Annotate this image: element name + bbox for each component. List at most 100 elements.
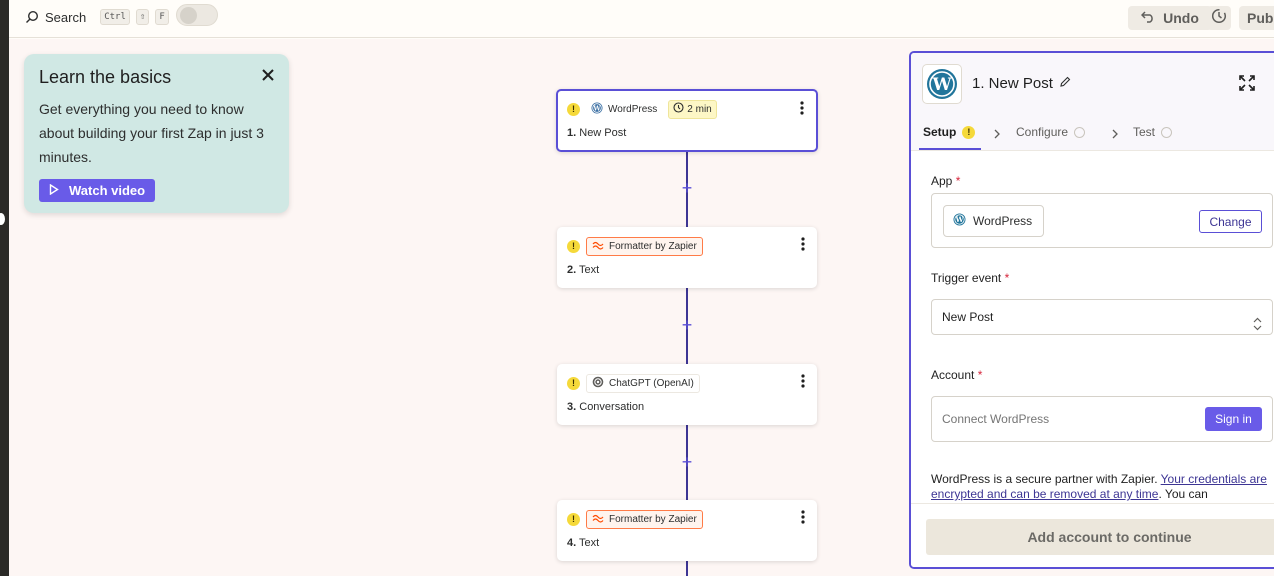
required-marker: * xyxy=(977,368,983,382)
play-icon xyxy=(49,183,59,198)
connector-line xyxy=(686,561,688,576)
svg-text:W: W xyxy=(931,75,952,95)
expand-icon[interactable] xyxy=(1238,74,1256,92)
tab-setup[interactable]: Setup ! xyxy=(923,125,976,139)
panel-footer: Add account to continue xyxy=(911,503,1274,567)
warning-icon: ! xyxy=(567,376,580,390)
panel-title-text: 1. New Post xyxy=(972,75,1053,92)
openai-icon xyxy=(592,376,604,391)
required-marker: * xyxy=(1004,271,1010,285)
account-selector: Sign in xyxy=(931,396,1273,442)
history-button[interactable] xyxy=(1207,6,1231,30)
watch-video-label: Watch video xyxy=(69,183,146,198)
step-card-2[interactable]: ! Formatter by Zapier 2. Text xyxy=(557,227,817,288)
watch-video-button[interactable]: Watch video xyxy=(39,179,156,202)
change-app-button[interactable]: Change xyxy=(1199,210,1262,233)
connector-line xyxy=(686,288,688,364)
publish-button[interactable]: Pub xyxy=(1239,6,1274,30)
connect-account-input[interactable] xyxy=(942,412,1182,426)
tab-label: Configure xyxy=(1016,125,1069,139)
panel-title[interactable]: 1. New Post xyxy=(972,75,1071,92)
partner-text-end: . You can xyxy=(1158,487,1208,501)
step-card-3[interactable]: ! ChatGPT (OpenAI) 3. Conversation xyxy=(557,364,817,425)
step-number: 3. xyxy=(567,401,577,413)
search-trigger[interactable]: Search Ctrl ⇧ F xyxy=(25,9,169,25)
more-options-icon[interactable] xyxy=(801,237,805,251)
shortcut-key-shift: ⇧ xyxy=(135,9,150,25)
wordpress-icon: W xyxy=(591,102,603,117)
add-step-button[interactable]: + xyxy=(681,452,693,472)
learn-body: Get everything you need to know about bu… xyxy=(39,101,264,165)
trigger-event-value: New Post xyxy=(942,310,994,324)
top-bar: Search Ctrl ⇧ F Undo Pub xyxy=(9,0,1274,38)
app-chip-label: Formatter by Zapier xyxy=(609,240,697,252)
step-title: 4. Text xyxy=(567,537,807,549)
svg-text:W: W xyxy=(592,104,601,112)
edge-handle[interactable] xyxy=(0,213,5,225)
clock-icon xyxy=(673,102,684,116)
search-icon xyxy=(25,10,39,24)
trigger-event-select[interactable]: New Post xyxy=(931,299,1273,335)
svg-text:W: W xyxy=(955,215,964,224)
tab-test[interactable]: Test xyxy=(1133,125,1173,139)
warning-icon: ! xyxy=(567,512,580,526)
learn-title: Learn the basics xyxy=(39,67,172,87)
connector-line xyxy=(686,151,688,227)
step-name: Text xyxy=(579,264,600,276)
more-options-icon[interactable] xyxy=(800,101,804,115)
credentials-link[interactable]: Your credentials are encrypted and can b… xyxy=(931,472,1267,501)
panel-header: W 1. New Post xyxy=(911,53,1274,113)
warning-icon: ! xyxy=(962,125,976,139)
step-name: New Post xyxy=(579,127,627,139)
toggle-knob xyxy=(180,7,197,24)
label-text: App xyxy=(931,174,953,188)
undo-label: Undo xyxy=(1163,10,1199,26)
app-chip-formatter: Formatter by Zapier xyxy=(586,509,703,529)
app-chip-wordpress: W WordPress xyxy=(586,99,663,119)
warning-icon: ! xyxy=(567,239,580,253)
selected-app-label: WordPress xyxy=(973,214,1033,228)
active-tab-indicator xyxy=(919,148,981,150)
required-marker: * xyxy=(955,174,961,188)
add-step-button[interactable]: + xyxy=(681,178,693,198)
warning-icon: ! xyxy=(567,102,580,116)
panel-tabs: Setup ! Configure Test xyxy=(911,113,1274,151)
sign-in-button[interactable]: Sign in xyxy=(1205,407,1262,431)
formatter-icon xyxy=(592,513,604,526)
app-chip-formatter: Formatter by Zapier xyxy=(586,236,703,256)
partner-text-start: WordPress is a secure partner with Zapie… xyxy=(931,472,1161,486)
shortcut-key-f: F xyxy=(155,9,169,25)
time-label: 2 min xyxy=(687,103,712,115)
app-field-label: App * xyxy=(931,174,960,188)
pencil-icon[interactable] xyxy=(1059,75,1071,92)
undo-button[interactable]: Undo xyxy=(1128,6,1212,30)
pending-status-icon xyxy=(1161,126,1173,138)
app-chip-label: Formatter by Zapier xyxy=(609,513,697,525)
wordpress-logo-icon: W xyxy=(922,64,962,104)
tab-label: Setup xyxy=(923,125,957,139)
pending-status-icon xyxy=(1074,126,1086,138)
step-title: 1. New Post xyxy=(567,127,807,139)
step-card-4[interactable]: ! Formatter by Zapier 4. Text xyxy=(557,500,817,561)
step-title: 3. Conversation xyxy=(567,401,807,413)
step-card-1[interactable]: ! W WordPress 2 min 1. New Post xyxy=(556,89,818,152)
step-number: 1. xyxy=(567,127,577,139)
tab-label: Test xyxy=(1133,125,1156,139)
mode-toggle[interactable] xyxy=(176,4,218,26)
left-edge-strip xyxy=(0,0,9,576)
tab-configure[interactable]: Configure xyxy=(1016,125,1086,139)
chevron-right-icon xyxy=(1111,126,1119,139)
label-text: Trigger event xyxy=(931,271,1002,285)
undo-icon xyxy=(1141,10,1155,26)
close-icon[interactable] xyxy=(261,68,275,82)
step-title: 2. Text xyxy=(567,264,807,276)
app-selector: W WordPress Change xyxy=(931,193,1273,248)
selected-app-pill: W WordPress xyxy=(943,205,1044,237)
add-account-continue-button[interactable]: Add account to continue xyxy=(926,519,1274,555)
connector-line xyxy=(686,425,688,500)
add-step-button[interactable]: + xyxy=(681,315,693,335)
more-options-icon[interactable] xyxy=(801,510,805,524)
more-options-icon[interactable] xyxy=(801,374,805,388)
partner-notice: WordPress is a secure partner with Zapie… xyxy=(931,472,1274,502)
app-chip-label: WordPress xyxy=(608,103,658,115)
